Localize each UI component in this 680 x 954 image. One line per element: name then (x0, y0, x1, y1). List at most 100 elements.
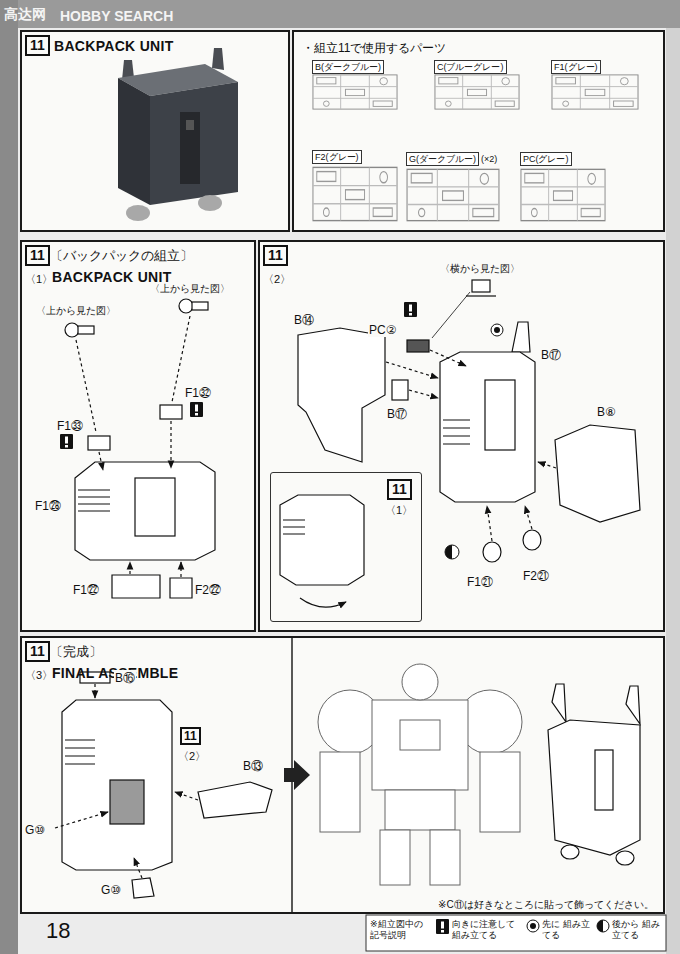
legend-text: 向きに注意して 組み立てる (452, 919, 522, 941)
backpack-render (118, 78, 150, 205)
substep-number: 〈2〉 (263, 272, 291, 287)
legend-entry: 向きに注意して 組み立てる (436, 919, 522, 941)
step-two-drawing (443, 420, 470, 444)
step-two-drawing (407, 340, 429, 352)
order-mark (491, 324, 503, 336)
runner-count: (×2) (481, 154, 497, 164)
attention-mark (404, 302, 417, 317)
part-callout: B⑧ (596, 405, 617, 419)
attention-mark (404, 302, 417, 317)
runner-tag: F1(グレー) (551, 60, 601, 74)
step-number: 11 (25, 245, 50, 266)
final-drawing (385, 790, 455, 830)
backpack-render (126, 205, 150, 221)
text-holder: B⑧ (596, 402, 617, 420)
view-note: 〈上から見た図〉 (150, 282, 230, 296)
runner-tag: PC(グレー) (520, 152, 572, 166)
attention-mark (195, 405, 198, 412)
legend-heading: ※組立図中の 記号説明 (370, 919, 432, 941)
legend-symbol (526, 919, 540, 934)
step-one-drawing (180, 562, 181, 577)
parts-list-panel: ・組立11で使用するパーツB(ダークブルー)C(ブルーグレー)F1(グレー)F2… (292, 30, 665, 232)
attention-mark (65, 437, 68, 444)
step-two-drawing (525, 506, 532, 529)
step-two-drawing (298, 328, 385, 462)
step-two-drawing (392, 380, 408, 400)
legend-symbol-part (436, 919, 449, 934)
backpack-render (118, 48, 238, 221)
legend-text: 後から 組み立てる (612, 919, 664, 941)
legend-symbol (596, 919, 610, 934)
final-drawing (55, 684, 198, 878)
part-callout: B⑰ (540, 347, 562, 364)
attention-mark (60, 434, 73, 449)
text-holder: B⑬ (242, 756, 264, 775)
step-one-drawing (76, 316, 190, 577)
final-drawing (198, 782, 272, 818)
part-callout: F2㉑ (522, 569, 550, 583)
step-number: 11 (25, 641, 50, 662)
final-drawing (372, 700, 468, 790)
substep-number: 〈1〉 (25, 272, 53, 287)
text-holder: F2㉒ (194, 580, 222, 598)
sticker-note: ※C⑪は好きなところに貼って飾ってください。 (438, 898, 654, 912)
legend-symbol (436, 919, 450, 934)
final-drawing (402, 664, 438, 700)
part-callout: F1㉝ (56, 419, 84, 433)
text-holder: 〔完成〕 (50, 642, 102, 661)
final-drawing (548, 720, 640, 855)
step-panel: 11 〈2〉 11〈1〉 (258, 240, 665, 632)
order-mark (445, 324, 503, 559)
step-one-drawing (160, 405, 182, 419)
runner-name: F1(グレー) (551, 60, 601, 74)
order-mark (494, 327, 500, 333)
final-drawing (561, 845, 579, 859)
runner-sketch (552, 75, 638, 109)
step-one-drawing (135, 478, 175, 536)
attention-mark (409, 305, 412, 312)
step-one-drawing (99, 452, 103, 470)
text-holder: 〈横から見た図〉 (440, 258, 520, 276)
legend-symbol-part (527, 920, 539, 932)
step-number: 11 (180, 727, 201, 745)
order-mark (445, 545, 459, 559)
runner-tag: F2(グレー) (312, 150, 362, 164)
text-holder: ※C⑪は好きなところに貼って飾ってください。 (438, 894, 654, 912)
unit-panel: 11BACKPACK UNIT (20, 30, 290, 232)
text-holder: F1㉘ (34, 496, 62, 514)
step-two-drawing (300, 598, 346, 607)
text-holder: F1㉒ (72, 580, 100, 598)
runner-sketch (313, 167, 397, 220)
inset-box: 11〈1〉 (270, 472, 422, 622)
page-number: 18 (46, 918, 70, 944)
page-ground (20, 636, 665, 914)
text-holder: 11 (180, 726, 201, 745)
text-holder: 11 (387, 479, 412, 500)
final-drawing (400, 720, 440, 750)
runner-sketch (521, 169, 605, 220)
final-drawing (284, 760, 310, 790)
final-drawing (318, 664, 522, 885)
page-ground (258, 240, 665, 632)
substep-number: 〈3〉 (25, 668, 53, 683)
legend-text: 先に 組み立てる (542, 919, 592, 941)
step-two-drawing (386, 362, 438, 378)
final-drawing (616, 851, 634, 865)
part-callout: G⑩ (24, 823, 46, 837)
step-two-drawing (487, 506, 492, 541)
runner-name: F2(グレー) (312, 150, 362, 164)
view-note: 〈上から見た図〉 (36, 304, 116, 318)
attention-mark (190, 402, 203, 417)
text-holder: F2㉑ (522, 566, 550, 584)
runner-tag: C(ブルーグレー) (434, 60, 507, 74)
part-callout: B⑯ (114, 670, 136, 687)
attention-mark (409, 313, 412, 316)
text-holder: B⑭ (293, 310, 315, 329)
text-holder: F1㉑ (466, 572, 494, 590)
step-two-drawing (386, 350, 556, 541)
step-one-drawing (170, 421, 171, 468)
